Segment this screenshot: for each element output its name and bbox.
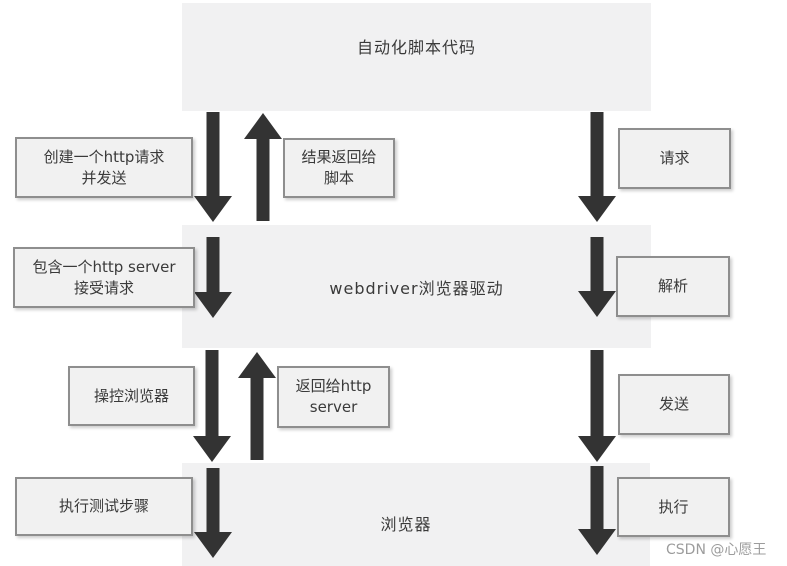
box-result-to-script-line1: 结果返回给 — [301, 148, 377, 166]
box-return-to-http-server-line2: server — [309, 398, 358, 416]
down-arrow-icon — [578, 237, 616, 317]
box-http-server-accept-line2: 接受请求 — [73, 278, 134, 297]
box-create-http-request-line1: 创建一个http请求 — [43, 147, 165, 166]
layer-automation-script-label: 自动化脚本代码 — [356, 38, 476, 57]
box-result-to-script-line2: 脚本 — [323, 169, 354, 187]
down-arrow-icon — [193, 350, 231, 462]
down-arrow-icon — [194, 468, 232, 558]
layer-browser: 浏览器 — [182, 463, 650, 566]
layer-automation-script: 自动化脚本代码 — [182, 3, 651, 111]
box-return-to-http-server: 返回给http server — [277, 366, 390, 428]
box-request-line1: 请求 — [659, 149, 690, 167]
box-create-http-request-line2: 并发送 — [81, 168, 127, 187]
box-execute: 执行 — [617, 477, 730, 537]
down-arrow-icon — [578, 466, 616, 555]
down-arrow-icon — [194, 237, 232, 318]
box-return-to-http-server-line1: 返回给http — [295, 377, 372, 395]
down-arrow-icon — [578, 112, 616, 222]
down-arrow-icon — [578, 350, 616, 462]
layer-webdriver: webdriver浏览器驱动 — [182, 225, 651, 348]
box-http-server-accept: 包含一个http server 接受请求 — [13, 247, 195, 308]
up-arrow-icon — [238, 352, 276, 460]
box-execute-test-steps-line1: 执行测试步骤 — [58, 497, 149, 515]
layer-browser-label: 浏览器 — [380, 514, 432, 534]
box-request: 请求 — [618, 128, 731, 189]
layer-webdriver-label: webdriver浏览器驱动 — [329, 278, 504, 298]
box-http-server-accept-line1: 包含一个http server — [32, 257, 176, 276]
box-send: 发送 — [618, 374, 730, 435]
up-arrow-icon — [244, 113, 282, 221]
box-execute-line1: 执行 — [658, 497, 689, 516]
box-control-browser: 操控浏览器 — [68, 366, 195, 426]
box-parse: 解析 — [616, 256, 730, 317]
box-execute-test-steps: 执行测试步骤 — [15, 477, 193, 536]
box-result-to-script: 结果返回给 脚本 — [283, 138, 395, 198]
box-parse-line1: 解析 — [657, 277, 688, 295]
box-send-line1: 发送 — [658, 395, 689, 413]
box-create-http-request: 创建一个http请求 并发送 — [15, 137, 193, 198]
watermark-text: CSDN @心愿王 — [666, 542, 767, 558]
box-control-browser-line1: 操控浏览器 — [93, 386, 169, 405]
down-arrow-icon — [194, 112, 232, 222]
